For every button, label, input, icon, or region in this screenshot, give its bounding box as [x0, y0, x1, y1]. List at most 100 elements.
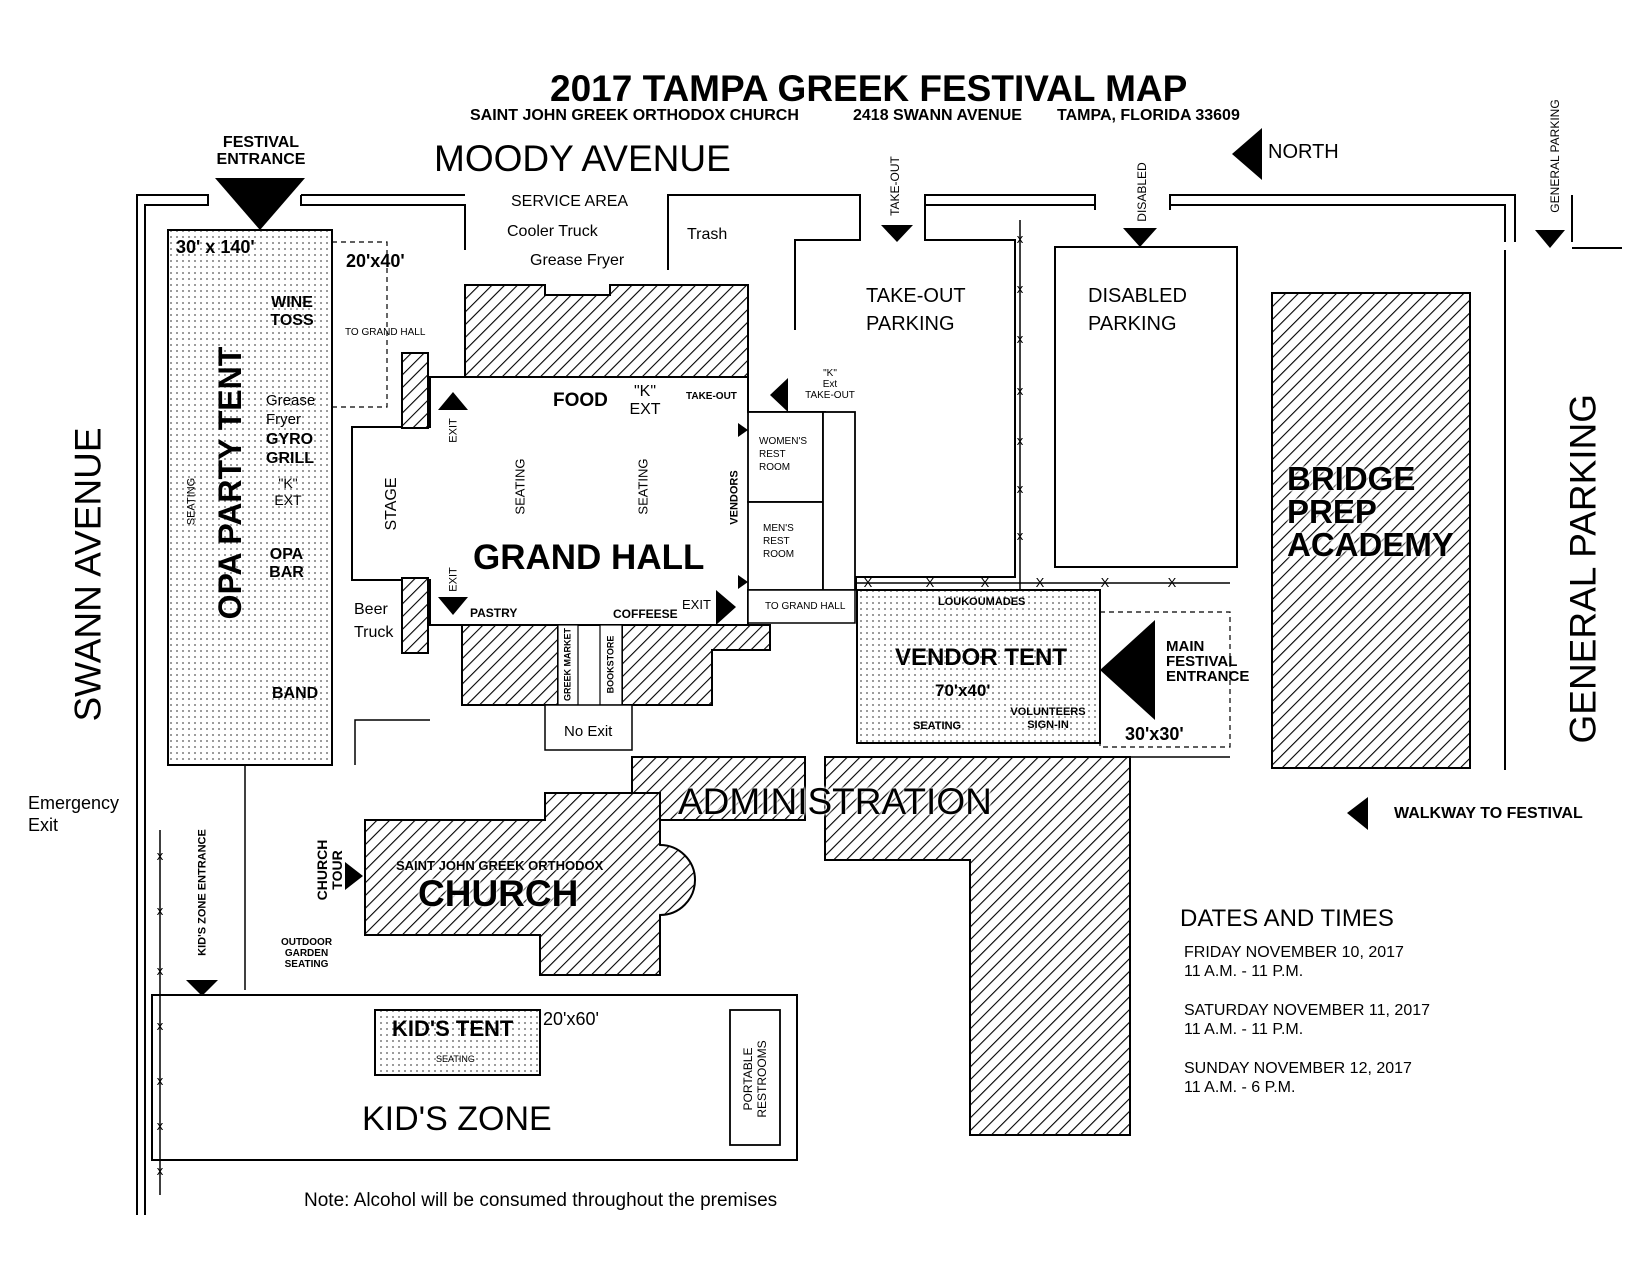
kids-zone-label: KID'S ZONE [362, 1100, 552, 1138]
kids-tent-size: 20'x60' [543, 1009, 599, 1029]
coffee-label: COFFEESE [613, 607, 678, 621]
church-address-header: 2418 SWANN AVENUE [853, 107, 1022, 124]
vendor-tent-label: VENDOR TENT [895, 644, 1068, 671]
hall-to-grand-hall-label: TO GRAND HALL [765, 601, 846, 612]
greek-market-label: GREEK MARKET [562, 628, 573, 702]
kids-zone-entrance-arrow [186, 980, 218, 996]
womens-line-2: REST [759, 449, 786, 460]
swann-avenue-label: SWANN AVENUE [67, 427, 109, 722]
svg-text:x: x [1017, 528, 1024, 543]
vendor-tent-size: 70'x40' [935, 681, 991, 700]
opa-party-tent-label: OPA PARTY TENT [212, 346, 248, 620]
svg-text:X: X [1036, 575, 1045, 590]
schedule-day: FRIDAY NOVEMBER 10, 2017 11 A.M. - 11 P.… [1184, 943, 1430, 1001]
festival-entrance-line-2: ENTRANCE [216, 151, 306, 168]
vendor-tent-annex [1099, 611, 1231, 748]
disabled-parking-line-2: PARKING [1088, 313, 1177, 335]
opa-grease-line-2: Fryer [266, 411, 301, 428]
takeout-k-exit-label: "K" Ext TAKE-OUT [800, 368, 860, 401]
cooler-truck-label: Cooler Truck [507, 223, 598, 240]
takeout-parking-lot [794, 210, 1016, 590]
opa-seating-label: SEATING [185, 477, 198, 526]
svg-text:x: x [157, 1163, 164, 1178]
kids-tent-label: KID'S TENT [392, 1016, 514, 1041]
svg-text:x: x [157, 1118, 164, 1133]
wine-toss-line-1: WINE [271, 294, 313, 311]
disabled-parking-line-1: DISABLED [1088, 285, 1187, 307]
hall-k-line-2: EXT [629, 401, 661, 418]
exit-top-label: EXIT [447, 418, 460, 443]
to-grand-hall-passage [747, 589, 856, 624]
svg-text:x: x [1017, 281, 1024, 296]
general-parking-label: GENERAL PARKING [1562, 393, 1604, 744]
coffee-wing [621, 624, 771, 706]
vendors-arrow-bottom [738, 575, 748, 589]
no-exit-passage [544, 704, 633, 751]
hall-k-exit-label: "K" EXT [625, 383, 665, 419]
hall-takeout-label: TAKE-OUT [686, 391, 737, 402]
opa-walkway [244, 719, 430, 990]
volunteers-line-2: SIGN-IN [1027, 719, 1069, 731]
mens-restroom-label: MEN'S REST ROOM [763, 522, 794, 561]
beer-truck-line-2: Truck [354, 624, 394, 641]
administration-label: ADMINISTRATION [678, 781, 992, 822]
restrooms-line-2: RESTROOMS [755, 1040, 769, 1118]
schedule-day: SATURDAY NOVEMBER 11, 2017 11 A.M. - 11 … [1184, 1001, 1430, 1059]
swann-avenue-curb [136, 194, 209, 1215]
schedule-heading: DATES AND TIMES [1180, 905, 1394, 932]
church-tour-line-1: CHURCH [314, 839, 330, 901]
schedule-date: SATURDAY NOVEMBER 11, 2017 [1184, 1002, 1431, 1019]
svg-text:x: x [157, 848, 164, 863]
no-exit-label: No Exit [564, 723, 613, 740]
alcohol-note: Note: Alcohol will be consumed throughou… [304, 1190, 778, 1211]
opa-grease-line-1: Grease [266, 392, 316, 409]
emergency-exit-label: Emergency Exit [28, 792, 119, 836]
vendors-label: VENDORS [728, 470, 741, 525]
moody-avenue-curb [300, 194, 1622, 270]
beer-truck-line-1: Beer [354, 601, 388, 618]
svg-text:x: x [1017, 231, 1024, 246]
main-entrance-label: MAIN FESTIVAL ENTRANCE [1166, 639, 1249, 684]
emergency-exit-line-2: Exit [28, 815, 59, 835]
church-apse [659, 844, 696, 916]
disabled-tag: DISABLED [1135, 162, 1149, 222]
main-entrance-line-2: FESTIVAL [1166, 653, 1238, 670]
svg-text:X: X [981, 575, 990, 590]
pastry-label: PASTRY [470, 606, 518, 620]
svg-text:x: x [157, 1018, 164, 1033]
disabled-parking-lot [1054, 246, 1238, 568]
bridge-prep-label: BRIDGE PREP ACADEMY [1287, 462, 1454, 561]
band-label: BAND [272, 685, 319, 702]
takeout-k-line-3: TAKE-OUT [805, 390, 855, 401]
main-entrance-line-3: ENTRANCE [1166, 668, 1250, 685]
festival-entrance-line-1: FESTIVAL [222, 134, 300, 151]
exit-down-arrow [438, 597, 468, 615]
exit-bottom-label: EXIT [447, 567, 460, 592]
schedule-list: FRIDAY NOVEMBER 10, 2017 11 A.M. - 11 P.… [1184, 943, 1430, 1097]
takeout-k-line-1: "K" [823, 368, 837, 379]
bridge-prep-line-2: PREP [1287, 493, 1377, 530]
schedule-day: SUNDAY NOVEMBER 12, 2017 11 A.M. - 6 P.M… [1184, 1059, 1430, 1097]
exit-right-label: EXIT [682, 597, 711, 612]
volunteers-label: VOLUNTEERS SIGN-IN [1003, 706, 1093, 732]
outdoor-line-3: SEATING [284, 959, 329, 970]
bridge-prep-academy [1271, 292, 1471, 769]
opa-bar-line-2: BAR [269, 564, 304, 581]
portable-restrooms-label: PORTABLE RESTROOMS [741, 1039, 769, 1119]
opa-k-line-2: EXT [274, 492, 302, 508]
hall-seating-right: SEATING [635, 458, 651, 515]
opa-grease-fryer-label: Grease Fryer [266, 391, 315, 429]
vendors-arrow-top [738, 423, 748, 437]
kids-tent [374, 1009, 541, 1076]
vendor-tent [856, 589, 1101, 744]
emergency-exit-line-1: Emergency [28, 793, 120, 813]
opa-bar-label: OPA BAR [264, 546, 309, 582]
takeout-parking-line-2: PARKING [866, 313, 955, 335]
church-city-header: TAMPA, FLORIDA 33609 [1057, 107, 1240, 124]
takeout-parking-label: TAKE-OUT PARKING [866, 282, 966, 338]
mens-line-2: REST [763, 536, 790, 547]
outdoor-line-2: GARDEN [284, 948, 329, 959]
opa-tent-size: 30' x 140' [176, 237, 255, 257]
opa-party-tent [167, 229, 333, 766]
